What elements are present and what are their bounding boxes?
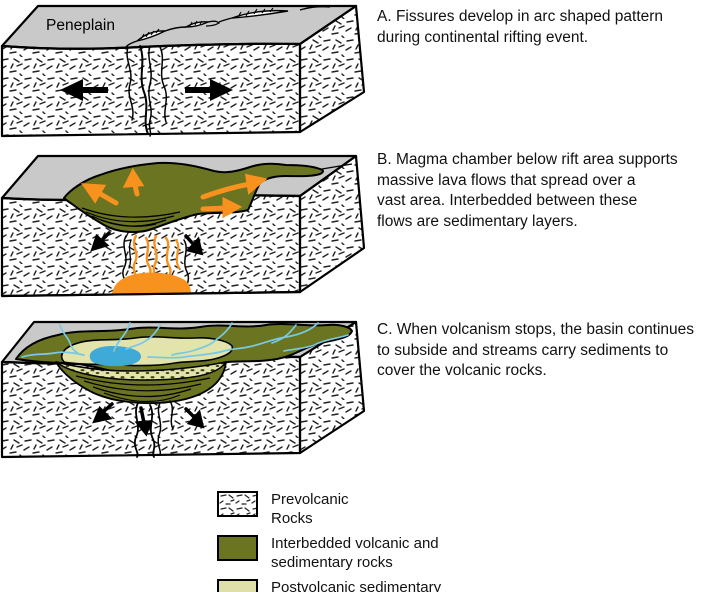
legend-label-line: Prevolcanic [271,491,349,508]
legend-item-interbedded: Interbedded volcanic and sedimentary roc… [217,535,441,572]
magma-chamber [112,272,191,294]
lava-spread-arrows [81,167,268,219]
prevolcanic-right-face [298,4,366,134]
caption-stage-a: A. Fissures develop in arc shaped patter… [377,7,699,48]
rift-cracks [126,45,168,137]
legend: Prevolcanic Rocks Interbedded volcanic a… [217,491,441,592]
extension-arrow-right-icon [185,79,233,101]
caption-line: to subside and streams carry sediments t… [377,341,669,359]
flow-layer-lines [81,207,181,227]
subside-arrow-right-icon [184,407,196,419]
caption-line: massive lava flows that spread over a [377,171,636,189]
caption-stage-c: C. When volcanism stops, the basin conti… [377,320,699,382]
legend-label: Postvolcanic sedimentary rocks [271,579,441,592]
block-diagram-stage-a: Peneplain [0,4,366,138]
caption-line: A. Fissures develop in arc shaped patter… [377,8,664,25]
volcanic-layer-lines [75,375,211,403]
prevolcanic-front-face [0,42,302,138]
caption-line: cover the volcanic rocks. [377,362,547,379]
rift-cracks [133,400,174,458]
lake [89,346,142,367]
legend-item-prevolcanic: Prevolcanic Rocks [217,491,441,528]
caption-line: vast area. Interbedded between these [377,192,638,209]
subside-arrow-down-icon [139,406,146,425]
caption-line: C. When volcanism stops, the basin conti… [377,321,695,338]
caption-line: during continental rifting event. [377,28,589,46]
postvolcanic-swatch [217,579,258,592]
extension-arrow-left-icon [60,79,108,101]
arc-fissures [125,5,335,48]
caption-line: B. Magma chamber below rift area support… [377,151,678,168]
legend-label-line: Interbedded volcanic and [271,535,439,552]
legend-label-line: sedimentary rocks [271,553,393,571]
prevolcanic-right-face [298,154,366,294]
legend-label-line: Rocks [271,509,313,527]
block-diagram-stage-b [0,154,366,298]
surface-edge-line [321,163,353,170]
legend-label-line: Postvolcanic sedimentary [271,579,442,592]
prevolcanic-swatch [217,491,258,517]
caption-line: flows are sedimentary layers. [377,212,578,230]
block-bottom-edge [1,290,301,298]
interbedded-swatch [217,535,258,561]
legend-label: Interbedded volcanic and sedimentary roc… [271,535,439,572]
subsidence-arrows [90,231,204,256]
block-diagram-stage-c [0,320,366,459]
sediment-speckle-texture [55,361,227,381]
legend-label: Prevolcanic Rocks [271,491,349,528]
subsidence-arrows [92,402,205,437]
stipple-pattern-icon [219,493,256,515]
legend-item-postvolcanic: Postvolcanic sedimentary rocks [217,579,441,592]
caption-stage-b: B. Magma chamber below rift area support… [377,150,699,232]
lava-arrow-right-long-icon [200,181,253,200]
streams [21,322,349,359]
peneplain-label: Peneplain [46,17,115,34]
